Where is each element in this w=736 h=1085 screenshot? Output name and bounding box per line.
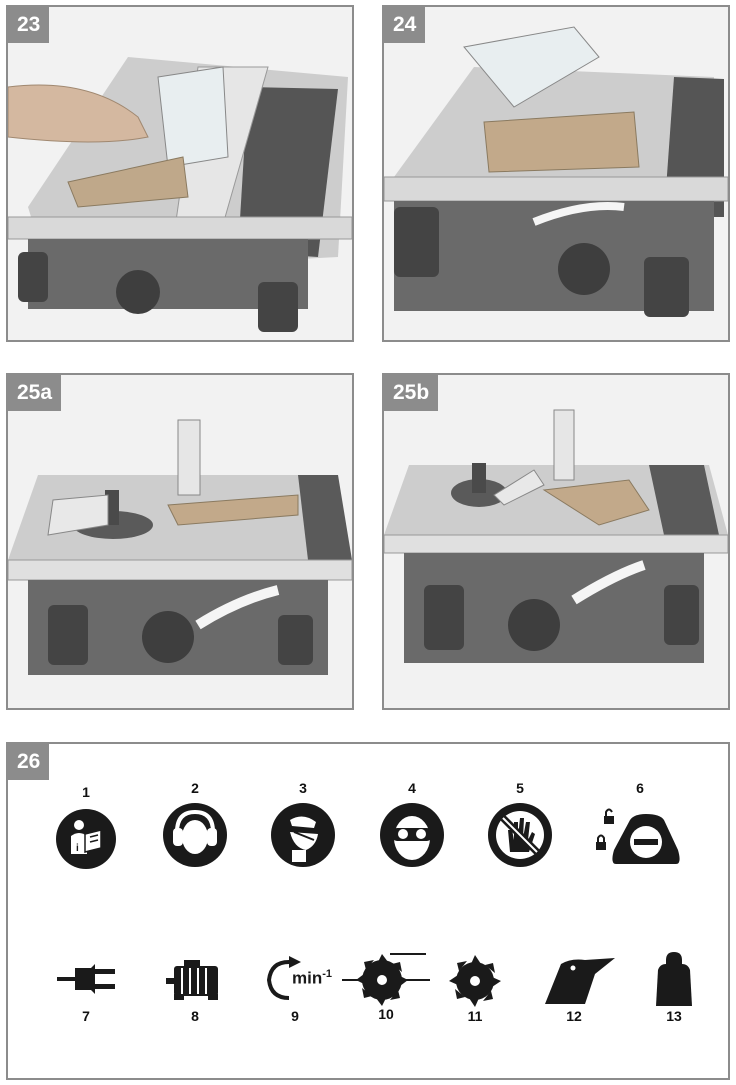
table-saw-photo-rip-cut	[8, 7, 352, 340]
weight-icon	[656, 952, 692, 1006]
figure-25b: 25b	[382, 373, 730, 710]
no-hands-icon	[488, 803, 552, 867]
figure-label: 25b	[384, 375, 439, 411]
symbol-12: 12	[524, 954, 624, 1024]
symbol-1: 1 i	[44, 784, 128, 870]
symbol-10: 10	[334, 950, 438, 1022]
symbol-7: 7	[44, 954, 128, 1024]
lock-unlock-switch-icon	[596, 808, 680, 864]
figure-label: 24	[384, 7, 426, 43]
symbol-number: 9	[291, 1008, 299, 1024]
symbol-8: 8	[153, 954, 237, 1024]
eye-protection-icon	[380, 803, 444, 867]
symbol-number: 10	[378, 1006, 394, 1022]
table-saw-photo-mitre-cut	[384, 375, 728, 708]
symbol-number: 1	[82, 784, 90, 800]
symbol-number: 6	[636, 780, 644, 796]
figure-24: 24	[382, 5, 730, 342]
dust-mask-icon	[271, 803, 335, 867]
figure-23: 23	[6, 5, 354, 342]
symbol-11: 11	[433, 954, 517, 1024]
table-saw-photo-push-block	[384, 7, 728, 340]
motor-icon	[166, 960, 218, 1000]
figure-25a: 25a	[6, 373, 354, 710]
speed-unit-label: min-1	[292, 968, 333, 988]
figure-label: 25a	[8, 375, 62, 411]
symbol-13: 13	[632, 948, 716, 1024]
symbol-number: 11	[467, 1008, 483, 1024]
symbol-number: 3	[299, 780, 307, 796]
symbol-number: 4	[408, 780, 416, 796]
symbol-5: 5	[478, 780, 562, 868]
figure-26-symbols: 26 1 i 2 3	[6, 742, 730, 1080]
symbol-2: 2	[153, 780, 237, 868]
tooth-icon	[545, 958, 615, 1004]
speed-icon	[266, 956, 301, 1000]
symbol-4: 4	[370, 780, 454, 868]
saw-blade-icon	[449, 955, 501, 1007]
symbol-number: 2	[191, 780, 199, 796]
ear-protection-icon	[163, 803, 227, 867]
saw-blade-cut-icon	[342, 953, 430, 1006]
read-manual-icon: i	[56, 809, 116, 869]
symbol-9: min-1 9	[240, 954, 350, 1024]
symbol-6: 6	[596, 780, 682, 868]
symbol-number: 13	[666, 1008, 682, 1024]
plug-icon	[57, 964, 115, 994]
symbol-number: 5	[516, 780, 524, 796]
symbol-3: 3	[261, 780, 345, 868]
symbol-number: 8	[191, 1008, 199, 1024]
symbol-number: 7	[82, 1008, 90, 1024]
table-saw-photo-cross-cut	[8, 375, 352, 708]
symbol-number: 12	[566, 1008, 582, 1024]
svg-text:i: i	[76, 843, 79, 854]
figure-label: 26	[8, 744, 50, 780]
figure-label: 23	[8, 7, 50, 43]
